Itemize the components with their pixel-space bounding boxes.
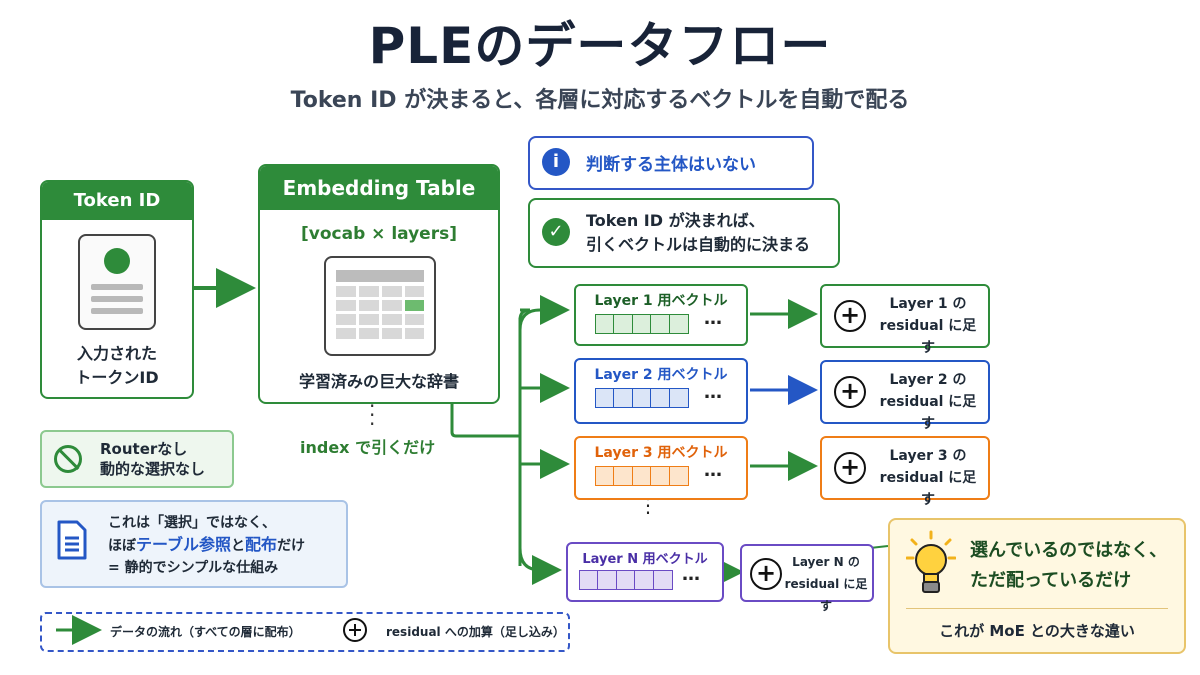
embedding-table-card: Embedding Table [vocab × layers] 学習済みの巨大…	[258, 164, 500, 404]
token-id-header: Token ID	[42, 182, 192, 220]
layer-1-residual-line1: Layer 1 の	[889, 296, 967, 312]
layer-3-residual-card: + Layer 3 の residual に足す	[820, 436, 990, 508]
summary-line2: ほぼテーブル参照と配布だけ	[108, 535, 306, 554]
layer-n-residual-card: + Layer N の residual に足す	[740, 544, 874, 613]
note-automatic: ✓ Token ID が決まれば、 引くベクトルは自動的に決まる	[528, 198, 840, 268]
layer-1-ellipsis: …	[704, 308, 722, 329]
idea-line2: ただ配っているだけ	[970, 570, 1132, 591]
vdots-embedding: ···	[369, 394, 376, 436]
trunk-line	[518, 308, 531, 566]
note-check-line1: Token ID が決まれば、	[586, 211, 765, 230]
layer-n-residual-line2: residual に足す	[784, 577, 868, 613]
plus-icon: +	[834, 300, 866, 332]
layer-n-ellipsis: …	[682, 564, 700, 585]
note-no-decision-maker: i 判断する主体はいない	[528, 136, 814, 190]
lightbulb-icon	[906, 530, 956, 593]
layer-n-vector-cells	[578, 570, 673, 590]
plus-icon: +	[750, 558, 782, 590]
token-id-label: 入力された トークンID	[75, 344, 159, 387]
layer-3-ellipsis: …	[704, 460, 722, 481]
layer-3-residual-line2: residual に足す	[879, 470, 977, 508]
legend-flow-label: データの流れ（すべての層に配布）	[110, 625, 301, 639]
divider	[906, 608, 1168, 609]
layer-n-vector-title: Layer N 用ベクトル	[582, 552, 708, 567]
index-lookup-label: index で引くだけ	[300, 438, 436, 457]
branch-layer-1	[518, 295, 570, 331]
note-info-text: 判断する主体はいない	[586, 155, 756, 175]
no-router-line2: 動的な選択なし	[100, 460, 206, 478]
layer-3-vector-cells	[594, 466, 689, 486]
summary-line1: これは「選択」ではなく、	[108, 515, 276, 531]
legend-plus-icon	[343, 618, 367, 642]
layer-2-residual-line2: residual に足す	[879, 394, 977, 432]
legend-residual-label: residual への加算（足し込み）	[386, 625, 565, 639]
layer-1-residual-line2: residual に足す	[879, 318, 977, 356]
layer-3-vector-title: Layer 3 用ベクトル	[594, 445, 728, 461]
layer-2-residual-card: + Layer 2 の residual に足す	[820, 360, 990, 432]
note-check-line2: 引くベクトルは自動的に決まる	[586, 235, 811, 254]
layer-1-vector-cells	[594, 314, 689, 334]
embedding-table-dims: [vocab × layers]	[301, 224, 457, 244]
embedding-table-header: Embedding Table	[260, 166, 498, 210]
layer-1-vector-title: Layer 1 用ベクトル	[594, 293, 728, 309]
layer-1-residual-card: + Layer 1 の residual に足す	[820, 284, 990, 356]
prohibited-icon	[54, 445, 82, 473]
layer-2-vector-cells	[594, 388, 689, 408]
no-router-line1: Routerなし	[100, 440, 188, 458]
page-title: PLEのデータフロー	[368, 17, 832, 75]
document-icon	[57, 520, 87, 560]
layer-3-residual-line1: Layer 3 の	[889, 448, 967, 464]
summary-emphasis-table: テーブル参照	[136, 535, 232, 554]
table-grid-icon	[324, 256, 436, 356]
key-insight-box: 選んでいるのではなく、 ただ配っているだけ これが MoE との大きな違い	[888, 518, 1186, 654]
info-icon: i	[542, 148, 570, 176]
layer-n-residual-line1: Layer N の	[792, 555, 860, 569]
check-icon: ✓	[542, 218, 570, 246]
plus-icon: +	[834, 376, 866, 408]
plus-icon: +	[834, 452, 866, 484]
idea-line1: 選んでいるのではなく、	[970, 540, 1168, 561]
summary-line3: = 静的でシンプルな仕組み	[108, 560, 279, 576]
layer-2-residual-line1: Layer 2 の	[889, 372, 967, 388]
layer-3-vector-card: Layer 3 用ベクトル …	[574, 436, 748, 500]
layer-2-ellipsis: …	[704, 382, 722, 403]
layer-1-vector-card: Layer 1 用ベクトル …	[574, 284, 748, 346]
embedding-table-label: 学習済みの巨大な辞書	[298, 372, 459, 391]
legend: データの流れ（すべての層に配布） residual への加算（足し込み）	[40, 612, 570, 652]
embedding-branch-line	[450, 402, 520, 438]
token-id-card: Token ID 入力された トークンID	[40, 180, 194, 399]
branch-layer-n	[518, 547, 562, 585]
summary-note: これは「選択」ではなく、 ほぼテーブル参照と配布だけ = 静的でシンプルな仕組み	[40, 500, 348, 588]
layer-n-vector-card: Layer N 用ベクトル …	[566, 542, 724, 602]
page-subtitle: Token ID が決まると、各層に対応するベクトルを自動で配る	[290, 88, 910, 113]
summary-emphasis-distribute: 配布	[245, 535, 278, 554]
idea-footer: これが MoE との大きな違い	[939, 622, 1135, 640]
layer-2-vector-card: Layer 2 用ベクトル …	[574, 358, 748, 424]
layer-2-vector-title: Layer 2 用ベクトル	[594, 367, 728, 383]
document-icon	[78, 234, 156, 330]
no-router-note: Routerなし 動的な選択なし	[40, 430, 234, 488]
